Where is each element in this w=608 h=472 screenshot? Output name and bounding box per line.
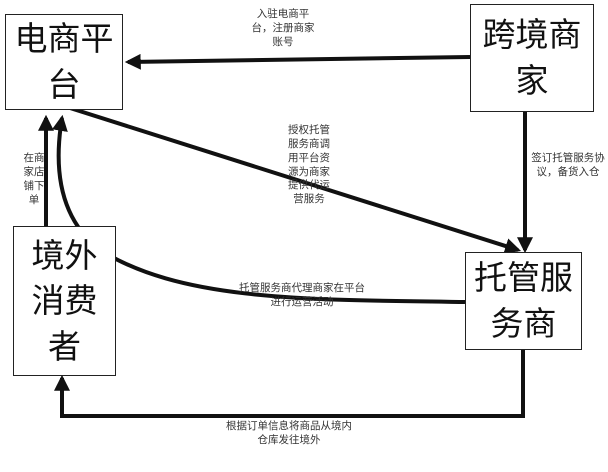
edge-authorize-arrow [69, 106, 522, 254]
edge-sign-label: 签订托管服务协议，备货入仓 [531, 152, 605, 178]
node-label: 台 [47, 65, 81, 104]
node-service-provider: 托管服务商 [465, 252, 582, 350]
node-label: 家 [515, 61, 549, 100]
edge-operate-label: 托管服务商代理商家在平台进行运营活动 [239, 282, 365, 308]
edge-ship-label: 根据订单信息将商品从境内仓库发往境外 [226, 420, 352, 446]
edge-register-arrow [124, 53, 471, 70]
node-label: 托管服 [474, 258, 573, 298]
node-label: 境外 [31, 235, 98, 275]
node-overseas-consumer: 境外消费者 [13, 226, 116, 376]
node-label: 者 [48, 326, 81, 366]
edge-ship-arrow [54, 350, 525, 418]
edge-register-label: 入驻电商平台，注册商家账号 [251, 8, 315, 48]
node-label: 电商平 [14, 19, 114, 59]
node-label: 务商 [490, 304, 557, 343]
node-ecommerce-platform: 电商平台 [5, 14, 123, 110]
edge-order-label: 在商家店铺下单 [23, 152, 45, 206]
edge-authorize-label: 授权托管服务商调用平台资源为商家提供代运营服务 [288, 124, 330, 206]
node-cross-border-merchant: 跨境商家 [470, 4, 594, 112]
edge-operate-arrow [52, 114, 466, 304]
node-label: 跨境商 [482, 15, 582, 55]
node-label: 消费 [31, 281, 98, 321]
